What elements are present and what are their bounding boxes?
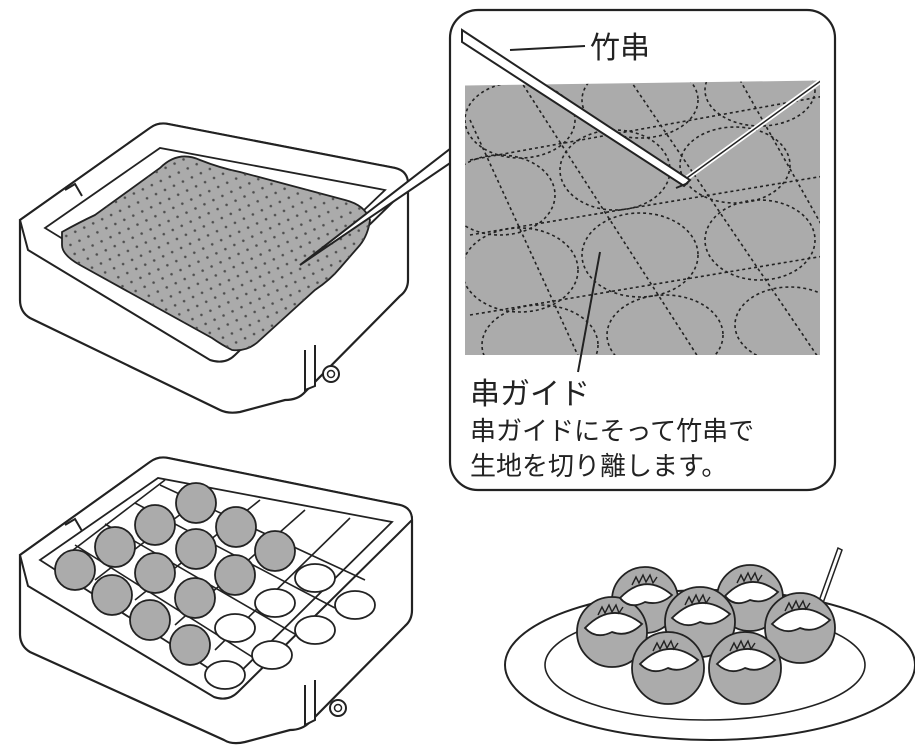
guide-label: 串ガイド	[470, 377, 590, 412]
bamboo-skewer	[461, 28, 692, 189]
skewer-leader	[509, 45, 586, 51]
takoyaki-balls	[54, 482, 296, 666]
pan-with-batter	[18, 122, 410, 414]
takoyaki-plate-balls	[576, 564, 836, 705]
guide-leader	[577, 251, 601, 373]
skewer-label: 竹串	[590, 31, 650, 66]
callout-box: 竹串 串ガイド 串ガイドにそって竹串で 生地を切り離します。	[448, 8, 837, 492]
pan-with-takoyaki	[18, 456, 414, 745]
zoomed-batter	[465, 80, 820, 355]
instruction-line-1: 串ガイドにそって竹串で	[470, 417, 754, 447]
instruction-line-2: 生地を切り離します。	[470, 452, 727, 482]
plate-with-takoyaki	[504, 546, 915, 741]
empty-cups	[204, 563, 376, 690]
